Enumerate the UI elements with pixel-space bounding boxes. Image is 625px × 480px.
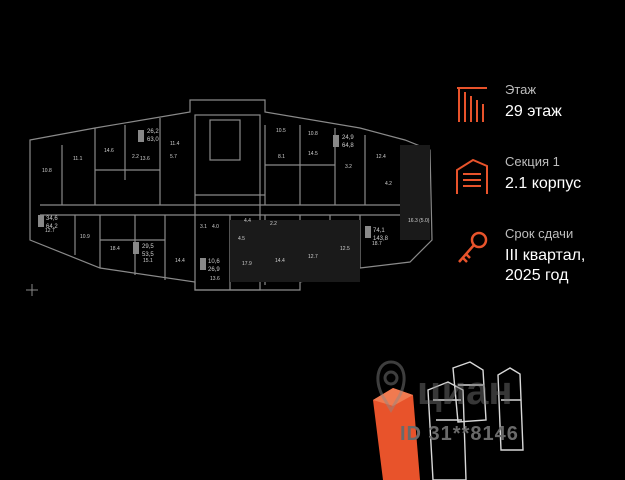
room-area: 13.6 (210, 276, 220, 282)
deadline-label: Срок сдачи (505, 226, 574, 241)
floor-value: 29 этаж (505, 103, 562, 120)
room-area: 2.2 (132, 154, 139, 160)
compass-icon (26, 284, 38, 296)
deadline-value: III квартал, 2025 год (505, 246, 585, 286)
room-area: 18.4 (110, 246, 120, 252)
apt-area-2a: 24,9 (342, 135, 354, 141)
apt-area-6b: 143,8 (373, 236, 389, 242)
floor-info: Этаж 29 этаж (455, 70, 620, 142)
building-illustration (373, 361, 524, 480)
room-area: 14.6 (104, 148, 114, 154)
deadline-info: Срок сдачи III квартал, 2025 год (455, 214, 620, 286)
room-area: 4.2 (385, 181, 392, 187)
info-panel: Этаж 29 этаж Секция 1 2.1 корпус Срок сд… (455, 70, 620, 286)
apt-area-4a: 29,5 (142, 244, 154, 250)
room-area: 12.4 (376, 154, 386, 160)
location-pin-icon (376, 360, 406, 413)
section-label: Секция 1 (505, 154, 560, 169)
floor-icon (457, 87, 487, 122)
room-area: 12.5 (340, 246, 350, 252)
key-icon (458, 231, 488, 263)
deadline-value-line2: 2025 год (505, 267, 569, 284)
floor-label: Этаж (505, 82, 537, 97)
room-area: 12.7 (308, 254, 318, 260)
room-area: 2.2 (270, 221, 277, 227)
cian-watermark: циан (376, 360, 513, 413)
apt-area-3b: 64,2 (46, 224, 58, 230)
building-section-icon (456, 158, 488, 194)
apt-area-4b: 53,5 (142, 252, 154, 258)
room-area: 17.9 (242, 261, 252, 267)
floor-plan: 26,2 63,0 24,9 64,8 34,6 64,2 29,5 53,5 … (26, 99, 433, 296)
room-area: 12.7 (45, 228, 55, 234)
room-area: 4.4 (244, 218, 251, 224)
room-area: 14.4 (175, 258, 185, 264)
room-area: 3.2 (345, 164, 352, 170)
room-area: 15.1 (143, 258, 153, 264)
room-area: 16.3 (5.0) (408, 218, 430, 224)
apt-area-2b: 64,8 (342, 143, 354, 149)
section-value: 2.1 корпус (505, 175, 582, 192)
room-area: 11.4 (170, 141, 180, 147)
apt-area-6a: 74,1 (373, 228, 385, 234)
deadline-value-line1: III квартал, (505, 247, 586, 264)
room-area: 10.8 (308, 131, 318, 137)
apt-area-5a: 10,6 (208, 259, 220, 265)
room-area: 18.7 (372, 241, 382, 247)
room-area: 14.5 (308, 151, 318, 157)
room-area: 3.1 (200, 224, 207, 230)
room-area: 10.5 (276, 128, 286, 134)
room-area: 4.5 (238, 236, 245, 242)
room-area: 5.7 (170, 154, 177, 160)
apt-area-5b: 26,9 (208, 267, 220, 273)
apt-area-3a: 34,6 (46, 216, 58, 222)
watermark-id: ID 31**8146 (400, 423, 519, 445)
section-info: Секция 1 2.1 корпус (455, 142, 620, 214)
room-area: 10.8 (42, 168, 52, 174)
apt-area-1b: 63,0 (147, 137, 159, 143)
room-area: 4.0 (212, 224, 219, 230)
room-area: 14.4 (275, 258, 285, 264)
watermark-brand: циан (417, 369, 513, 413)
room-area: 8.1 (278, 154, 285, 160)
room-area: 11.1 (73, 156, 83, 162)
room-area: 10.9 (80, 234, 90, 240)
apt-area-1a: 26,2 (147, 129, 159, 135)
room-area: 13.6 (140, 156, 150, 162)
